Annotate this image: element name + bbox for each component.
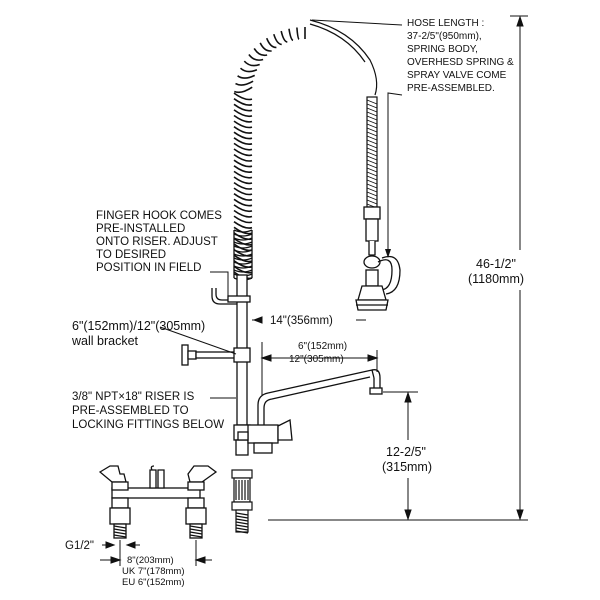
leader-lines: [159, 19, 403, 399]
finger-note-line-3: ONTO RISER. ADJUST: [96, 236, 218, 248]
finger-note-line-2: PRE-INSTALLED: [96, 223, 185, 235]
total-height-inch: 46-1/2": [476, 257, 516, 271]
hose-note-line-2: 37-2/5"(950mm),: [407, 31, 482, 42]
spout-length-short: 6"(152mm): [298, 341, 347, 352]
bracket-note-line-1: 6"(152mm)/12"(305mm): [72, 319, 205, 333]
inlet-thread-label: G1/2": [65, 540, 94, 552]
hose-note-line-1: HOSE LENGTH :: [407, 18, 484, 29]
swing-spout: [257, 369, 383, 425]
total-height-mm: (1180mm): [468, 272, 524, 286]
centers-eu: EU 6"(152mm): [122, 577, 185, 588]
wall-bracket: [181, 344, 251, 366]
dimension-labels: 46-1/2" (1180mm) 14"(356mm) 6"(152mm) 12…: [65, 257, 524, 588]
spout-height-inch: 12-2/5": [386, 445, 426, 459]
hose-note-line-5: SPRAY VALVE COME: [407, 70, 507, 81]
finger-note-line-1: FINGER HOOK COMES: [96, 210, 222, 222]
riser-note-line-2: PRE-ASSEMBLED TO: [72, 405, 189, 417]
hose-note-line-3: SPRING BODY,: [407, 44, 478, 55]
riser-note-line-1: 3/8" NPT×18" RISER IS: [72, 391, 195, 403]
riser-note: 3/8" NPT×18" RISER IS PRE-ASSEMBLED TO L…: [72, 391, 224, 431]
finger-note-line-4: TO DESIRED: [96, 249, 166, 261]
finger-hook-note: FINGER HOOK COMES PRE-INSTALLED ONTO RIS…: [96, 210, 222, 274]
dimension-lines: [100, 15, 528, 566]
finger-note-line-5: POSITION IN FIELD: [96, 262, 201, 274]
hose-arc: [309, 19, 378, 96]
spray-valve: [355, 206, 401, 311]
spray-hose: [366, 96, 378, 209]
hose-length-note: HOSE LENGTH : 37-2/5"(950mm), SPRING BOD…: [407, 18, 514, 94]
centers-8in: 8"(203mm): [127, 555, 174, 566]
hose-note-line-6: PRE-ASSEMBLED.: [407, 83, 495, 94]
wall-bracket-note: 6"(152mm)/12"(305mm) wall bracket: [71, 319, 205, 348]
centers-uk: UK 7"(178mm): [122, 566, 185, 577]
riser-note-line-3: LOCKING FITTINGS BELOW: [72, 419, 224, 431]
hose-note-line-4: OVERHESD SPRING &: [407, 57, 514, 68]
add-on-faucet-valve: [237, 418, 293, 454]
deck-mount-faucet: [98, 465, 218, 539]
finger-hook: [211, 288, 251, 305]
arm-offset-label: 14"(356mm): [270, 315, 333, 327]
overhead-spring-coil: [233, 27, 306, 280]
bracket-note-line-2: wall bracket: [71, 334, 139, 348]
spout-length-long: 12"(305mm): [289, 354, 344, 365]
spout-height-mm: (315mm): [382, 460, 432, 474]
riser-lower-fitting: [231, 469, 253, 534]
